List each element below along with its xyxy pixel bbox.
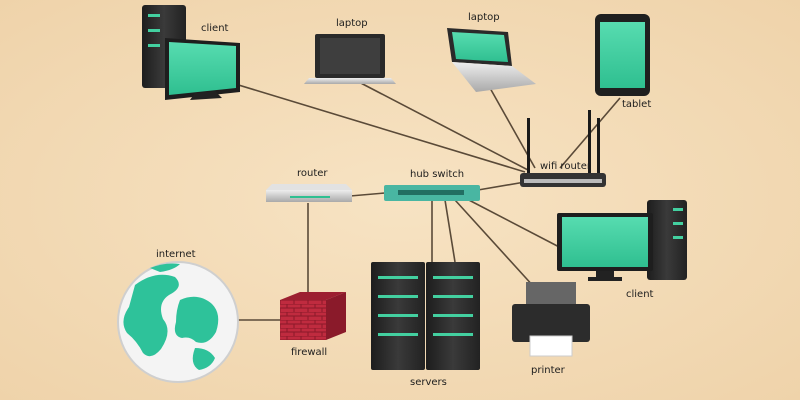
wifi-router-front xyxy=(524,179,602,183)
firewall xyxy=(280,292,346,340)
label-firewall: firewall xyxy=(291,347,327,358)
drive-bay xyxy=(148,44,160,47)
hub-switch-ports xyxy=(398,190,464,195)
firewall-front xyxy=(280,300,326,340)
label-router: router xyxy=(297,168,328,179)
label-client-right: client xyxy=(626,289,654,300)
drive-bay xyxy=(673,208,683,211)
tablet-screen xyxy=(600,22,645,88)
internet-globe xyxy=(117,261,239,383)
labels: client laptop laptop tablet router hub s… xyxy=(156,12,654,388)
client-top xyxy=(142,5,240,100)
laptop-screen xyxy=(320,38,380,74)
wifi-router xyxy=(520,110,606,187)
label-client-top: client xyxy=(201,23,229,34)
printer-top xyxy=(526,282,576,304)
laptop-2 xyxy=(447,28,536,92)
antenna xyxy=(597,118,600,178)
router-top xyxy=(266,184,352,190)
cable-hub-printer xyxy=(454,199,536,289)
monitor-stand xyxy=(596,271,614,277)
monitor-screen xyxy=(562,217,648,267)
antenna xyxy=(588,110,591,178)
label-laptop-2: laptop xyxy=(468,12,500,23)
server-lights xyxy=(378,276,473,336)
cable-hub-servers-b xyxy=(444,199,456,263)
router-lights xyxy=(290,196,330,198)
label-printer: printer xyxy=(531,365,566,376)
globe-land xyxy=(174,296,219,343)
printer xyxy=(512,282,590,357)
antenna xyxy=(527,118,530,178)
cable-hub-wifi xyxy=(477,181,526,191)
monitor-base xyxy=(588,277,622,281)
printer-body xyxy=(512,304,590,342)
drive-bay xyxy=(148,29,160,32)
cable-hub-client xyxy=(464,197,566,251)
label-tablet: tablet xyxy=(622,99,651,110)
label-internet: internet xyxy=(156,249,196,260)
cable-laptop1-wifi xyxy=(354,79,529,171)
globe-land xyxy=(150,263,180,272)
cable-router-hub xyxy=(349,192,386,197)
globe-land xyxy=(192,348,215,370)
tower-case xyxy=(647,200,687,280)
drive-bay xyxy=(673,222,683,225)
firewall-top xyxy=(280,292,346,300)
drive-bay xyxy=(148,14,160,17)
firewall-side xyxy=(326,292,346,340)
servers xyxy=(371,262,480,370)
router xyxy=(266,184,352,202)
cables xyxy=(221,79,621,321)
laptop-screen xyxy=(452,32,508,62)
label-servers: servers xyxy=(410,377,447,388)
label-hub-switch: hub switch xyxy=(410,169,464,180)
laptop-1 xyxy=(304,34,396,84)
monitor-stand xyxy=(190,91,222,100)
tablet xyxy=(595,14,650,96)
client-right xyxy=(557,200,687,281)
globe-land xyxy=(123,274,179,357)
drive-bay xyxy=(673,236,683,239)
label-laptop-1: laptop xyxy=(336,18,368,29)
laptop-base xyxy=(452,62,536,92)
monitor-screen xyxy=(169,42,236,95)
printer-paper xyxy=(529,335,573,357)
cable-client-wifi xyxy=(221,79,526,173)
laptop-base xyxy=(304,78,396,84)
hub-switch xyxy=(384,185,480,201)
label-wifi-router: wifi router xyxy=(540,161,592,172)
